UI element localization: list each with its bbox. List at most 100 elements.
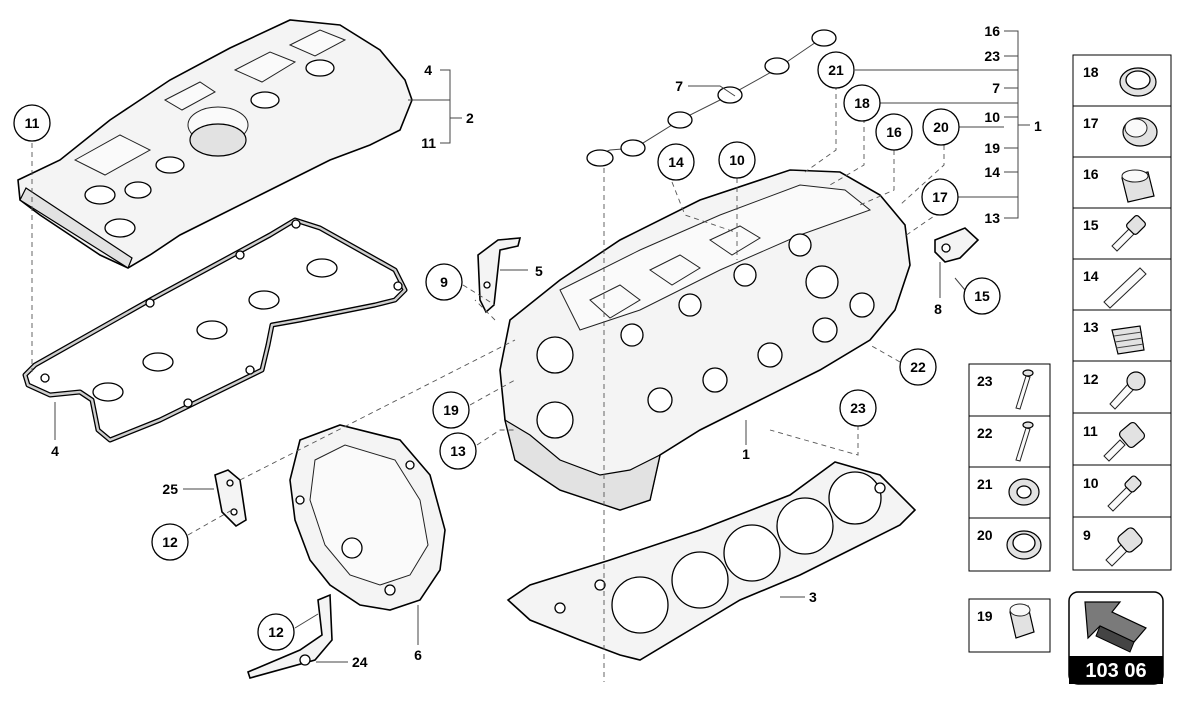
callout-9: 9 (425, 263, 463, 301)
group-item: 14 (984, 164, 1000, 180)
arrow-icon (1084, 601, 1147, 653)
svg-text:11: 11 (25, 115, 40, 131)
bracket-8 (934, 227, 980, 263)
part-20-label: 20 (977, 527, 993, 543)
part-11-label: 11 (1083, 423, 1098, 439)
valve-plug-icon (1103, 421, 1146, 462)
intake-gasket-chain (586, 29, 837, 167)
label-11: 11 (421, 135, 436, 151)
part-13-label: 13 (1083, 319, 1099, 335)
bracket-5 (477, 237, 522, 314)
page-reference[interactable]: 103 06 (1068, 591, 1164, 685)
threaded-plug-icon (1122, 117, 1158, 147)
callout-22: 22 (899, 348, 937, 386)
svg-text:20: 20 (933, 119, 949, 135)
part-12-label: 12 (1083, 371, 1099, 387)
svg-text:15: 15 (974, 288, 990, 304)
group-label-1: 1 (1034, 118, 1042, 134)
plug-9-icon (1105, 527, 1143, 567)
part-19-label: 19 (977, 608, 993, 624)
part-9-label: 9 (1083, 527, 1091, 543)
middle-parts-column: 23 22 21 20 (968, 363, 1051, 572)
page-reference-number: 103 06 (1085, 660, 1146, 682)
callout-13: 13 (439, 432, 477, 470)
sleeve-icon (1121, 169, 1155, 203)
callout-17: 17 (921, 178, 959, 216)
long-bolt-22-icon (1015, 421, 1034, 462)
callout-23: 23 (839, 389, 877, 427)
threaded-insert-icon (1111, 325, 1145, 355)
right-parts-column: 18 17 16 15 14 13 12 11 10 9 (1072, 54, 1172, 571)
part-15-label: 15 (1083, 217, 1099, 233)
seal-20-icon (1006, 530, 1042, 560)
part-10-label: 10 (1083, 475, 1099, 491)
svg-text:12: 12 (162, 534, 178, 550)
dowel-pin-icon (1103, 267, 1147, 309)
part-18-label: 18 (1083, 64, 1099, 80)
timing-cover (289, 424, 446, 611)
callout-21: 21 (817, 51, 855, 89)
seal-ring-icon (1119, 67, 1157, 97)
bolt-12-icon (1109, 371, 1146, 410)
callout-12-upper: 12 (151, 523, 189, 561)
part-21-label: 21 (977, 476, 993, 492)
part-14-label: 14 (1083, 268, 1099, 284)
svg-text:22: 22 (910, 359, 926, 375)
callout-19: 19 (432, 391, 470, 429)
label-4-top: 4 (424, 62, 432, 78)
group-item: 7 (992, 80, 1000, 96)
leader-lines (31, 30, 1030, 682)
svg-text:18: 18 (854, 95, 870, 111)
svg-text:12: 12 (268, 624, 284, 640)
label-6: 6 (414, 647, 422, 663)
callout-18: 18 (843, 84, 881, 122)
callout-14: 14 (657, 143, 695, 181)
cylinder-head-gasket (506, 461, 917, 661)
callout-11-cover: 11 (13, 104, 51, 142)
part-22-label: 22 (977, 425, 993, 441)
group-item: 16 (984, 23, 1000, 39)
valve-cover-gasket (22, 217, 408, 443)
label-2: 2 (466, 110, 474, 126)
group-item: 19 (984, 140, 1000, 156)
group-item: 23 (984, 48, 1000, 64)
part-17-label: 17 (1083, 115, 1099, 131)
bolt-15-icon (1111, 215, 1146, 252)
valve-stem-seal-icon (1009, 603, 1035, 639)
svg-text:21: 21 (828, 62, 844, 78)
label-4: 4 (51, 443, 59, 459)
oil-seal-21-icon (1008, 478, 1040, 506)
svg-text:14: 14 (668, 154, 684, 170)
label-3: 3 (809, 589, 817, 605)
svg-text:10: 10 (729, 152, 745, 168)
cylinder-head (499, 169, 911, 511)
callout-15: 15 (963, 277, 1001, 315)
bolt-10-icon (1107, 475, 1142, 512)
label-5: 5 (535, 263, 543, 279)
label-24: 24 (352, 654, 368, 670)
svg-text:16: 16 (886, 124, 902, 140)
group-list: 16 23 7 10 19 14 13 1 (984, 23, 1042, 226)
bracket-25 (214, 469, 247, 528)
svg-text:19: 19 (443, 402, 459, 418)
group-item: 10 (984, 109, 1000, 125)
label-1: 1 (742, 446, 750, 462)
cylinder-head-cover (17, 19, 413, 269)
svg-text:9: 9 (440, 274, 448, 290)
svg-text:23: 23 (850, 400, 866, 416)
part-23-label: 23 (977, 373, 993, 389)
callout-16: 16 (875, 113, 913, 151)
label-25: 25 (162, 481, 178, 497)
part-box-19: 19 (968, 598, 1051, 653)
long-bolt-23-icon (1015, 369, 1034, 410)
group-item: 13 (984, 210, 1000, 226)
svg-text:17: 17 (932, 189, 948, 205)
bracket-24 (247, 593, 333, 679)
svg-text:13: 13 (450, 443, 466, 459)
callout-12-lower: 12 (257, 613, 295, 651)
label-7: 7 (675, 78, 683, 94)
callout-20: 20 (922, 108, 960, 146)
label-8: 8 (934, 301, 942, 317)
part-16-label: 16 (1083, 166, 1099, 182)
